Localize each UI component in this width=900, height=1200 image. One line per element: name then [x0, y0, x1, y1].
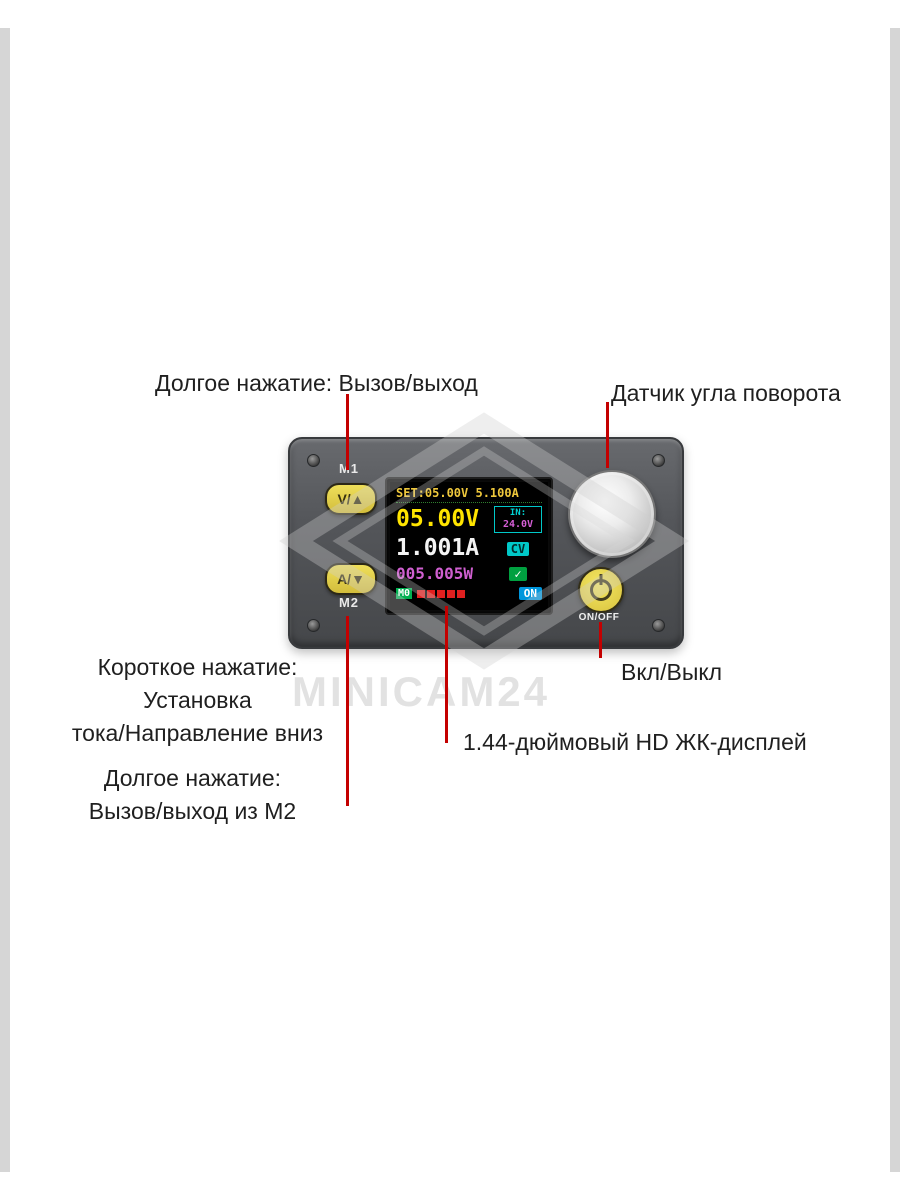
level-square-icon	[437, 589, 446, 598]
annotation-m2-long-line1: Долгое нажатие:	[103, 765, 282, 791]
m2-label: M2	[338, 595, 360, 610]
screw-icon	[307, 454, 320, 467]
device-front-panel: M1 V/▲ A/▼ M2 SET:05.00V 5.100A 05.00V I…	[288, 437, 684, 649]
level-square-icon	[447, 589, 456, 598]
lcd-screen: SET:05.00V 5.100A 05.00V IN: 24.0V 1.001…	[390, 482, 548, 610]
lcd-voltage-value: 05.00V	[396, 506, 480, 532]
power-icon	[590, 579, 612, 601]
annotation-display: 1.44-дюймовый HD ЖК-дисплей	[463, 729, 807, 755]
callout-line-knob	[606, 402, 609, 468]
voltage-up-button[interactable]: V/▲	[325, 483, 377, 515]
annotation-short-press-line2: Установка	[143, 687, 252, 713]
rotary-encoder-knob[interactable]	[568, 470, 656, 558]
onoff-caption: ON/OFF	[578, 612, 620, 623]
lcd-power-value: 005.005W	[396, 564, 474, 583]
callout-line-m1	[346, 394, 349, 470]
m1-label: M1	[338, 461, 360, 476]
lcd-display: SET:05.00V 5.100A 05.00V IN: 24.0V 1.001…	[385, 477, 553, 615]
lcd-input-label: IN:	[509, 508, 527, 518]
lcd-cv-badge: CV	[506, 541, 530, 556]
annotation-m2-long-press: Долгое нажатие: Вызов/выход из M2	[80, 762, 305, 828]
page-edge-bar-right	[890, 28, 900, 1172]
annotation-power-toggle: Вкл/Выкл	[621, 659, 723, 685]
watermark-text: MINICAM24	[292, 668, 551, 715]
level-square-icon	[417, 589, 426, 598]
callout-line-display	[445, 606, 448, 743]
screw-icon	[307, 619, 320, 632]
lcd-current-value: 1.001A	[396, 535, 480, 561]
annotation-short-press-line3: тока/Направление вниз	[71, 720, 324, 746]
annotation-m1-long-press: Долгое нажатие: Вызов/выход	[155, 370, 478, 396]
screw-icon	[652, 454, 665, 467]
level-square-icon	[427, 589, 436, 598]
lcd-input-value: 24.0V	[502, 519, 534, 530]
current-down-button[interactable]: A/▼	[325, 563, 377, 595]
onoff-button[interactable]	[578, 567, 624, 613]
lcd-input-box: IN: 24.0V	[494, 506, 542, 533]
annotation-short-press: Короткое нажатие: Установка тока/Направл…	[70, 651, 325, 750]
lcd-check-badge: ✓	[509, 566, 527, 581]
annotation-short-press-line1: Короткое нажатие:	[97, 654, 298, 680]
annotation-m2-long-line2: Вызов/выход из M2	[88, 798, 297, 824]
callout-line-onoff	[599, 622, 602, 658]
callout-line-m2	[346, 616, 349, 806]
lcd-output-badge: ON	[518, 587, 542, 600]
screw-icon	[652, 619, 665, 632]
annotation-rotary-sensor: Датчик угла поворота	[611, 380, 841, 406]
level-square-icon	[457, 589, 466, 598]
lcd-memory-badge: M0	[396, 588, 413, 599]
page-edge-bar-left	[0, 28, 10, 1172]
lcd-set-line: SET:05.00V 5.100A	[396, 486, 542, 503]
lcd-level-squares	[417, 589, 466, 598]
